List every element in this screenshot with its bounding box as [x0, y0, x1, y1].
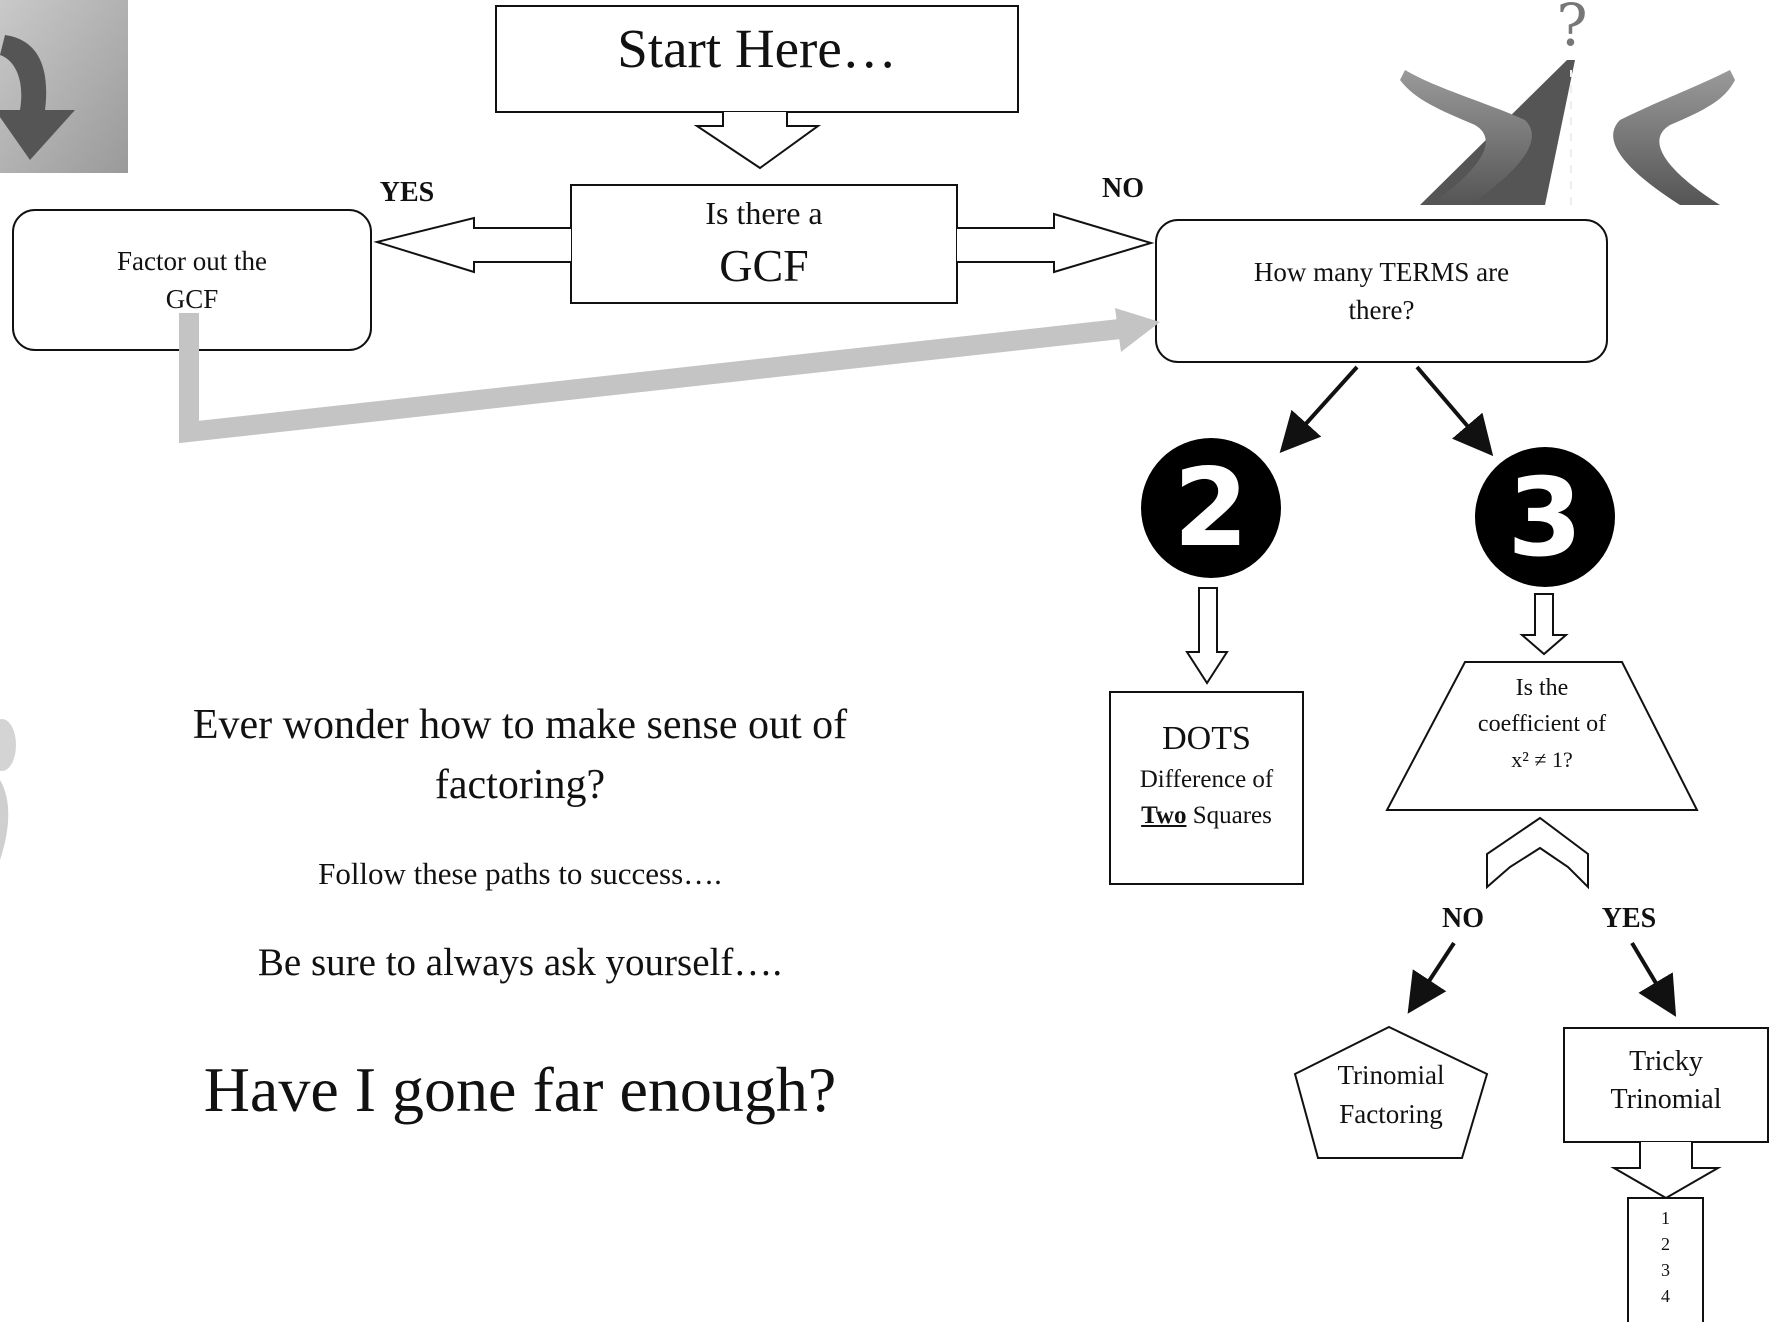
yes-left-arrow [373, 216, 571, 274]
step-item: 2 [1661, 1234, 1670, 1254]
tricky-line1: Tricky [1629, 1046, 1703, 1077]
arrow-to-tricky [1630, 941, 1677, 1017]
coefficient-line1: Is the [1515, 675, 1569, 701]
gcf-question-box [570, 184, 958, 304]
split-arrow [1486, 816, 1589, 890]
yes-label: YES [379, 177, 435, 208]
steps-list: 1 2 3 4 [1628, 1205, 1703, 1309]
terms-question-line1: How many TERMS are [1253, 257, 1510, 287]
intro-line5: Have I gone far enough? [203, 1054, 837, 1125]
step-item: 3 [1661, 1260, 1670, 1280]
two-terms-number: 2 [1173, 446, 1248, 571]
dots-line1: Difference of [1139, 766, 1274, 793]
trinomial-line2: Factoring [1339, 1099, 1443, 1129]
intro-line3: Follow these paths to success…. [318, 856, 722, 891]
factor-out-line2: GCF [165, 284, 219, 314]
three-terms-number: 3 [1507, 456, 1582, 581]
intro-line1: Ever wonder how to make sense out of [192, 702, 848, 748]
figure-icon [0, 719, 16, 860]
coefficient-line2: coefficient of [1477, 711, 1607, 737]
dots-line2: Two Squares [1110, 799, 1303, 833]
arrow-to-three [1415, 365, 1494, 457]
intro-line4: Be sure to always ask yourself…. [257, 941, 783, 984]
two-down-arrow [1185, 587, 1229, 685]
coefficient-question-box [1385, 661, 1699, 811]
no-label: NO [1102, 173, 1144, 204]
arrow-to-two [1279, 365, 1359, 453]
no-right-arrow [957, 212, 1155, 274]
step-item: 4 [1661, 1286, 1670, 1306]
tricky-down-arrow [1610, 1142, 1722, 1200]
gcf-question-line2: GCF [719, 240, 809, 291]
tricky-box [1563, 1027, 1769, 1143]
dots-bold-word: Two [1141, 802, 1187, 829]
steps-box [1627, 1197, 1704, 1327]
three-down-arrow [1519, 593, 1569, 656]
trinomial-box [1293, 1025, 1489, 1159]
start-label: Start Here… [617, 18, 897, 79]
terms-question-line2: there? [1348, 295, 1415, 325]
dots-line2-rest: Squares [1186, 802, 1272, 829]
dots-title: DOTS [1162, 720, 1251, 757]
three-terms-circle [1475, 447, 1615, 587]
return-arrow [179, 308, 1160, 444]
step-item: 1 [1661, 1208, 1670, 1228]
arrow-to-trinomial [1407, 941, 1456, 1014]
two-terms-circle [1141, 438, 1281, 578]
intro-line2: factoring? [434, 762, 606, 808]
trinomial-line1: Trinomial [1337, 1060, 1445, 1090]
curved-arrow-icon [0, 0, 128, 173]
branch-no-label: NO [1442, 903, 1484, 934]
start-down-arrow [693, 112, 822, 170]
svg-text:?: ? [1556, 0, 1587, 59]
start-box [495, 5, 1019, 113]
coefficient-line3: x² ≠ 1? [1511, 747, 1573, 772]
terms-question-box [1155, 219, 1608, 363]
gcf-question-line1: Is there a [705, 195, 823, 231]
dots-box [1109, 691, 1304, 885]
branch-yes-label: YES [1601, 903, 1657, 934]
crossroads-question-icon: ? [1400, 0, 1735, 205]
factor-out-line1: Factor out the [117, 246, 267, 276]
tricky-line2: Trinomial [1610, 1084, 1722, 1115]
